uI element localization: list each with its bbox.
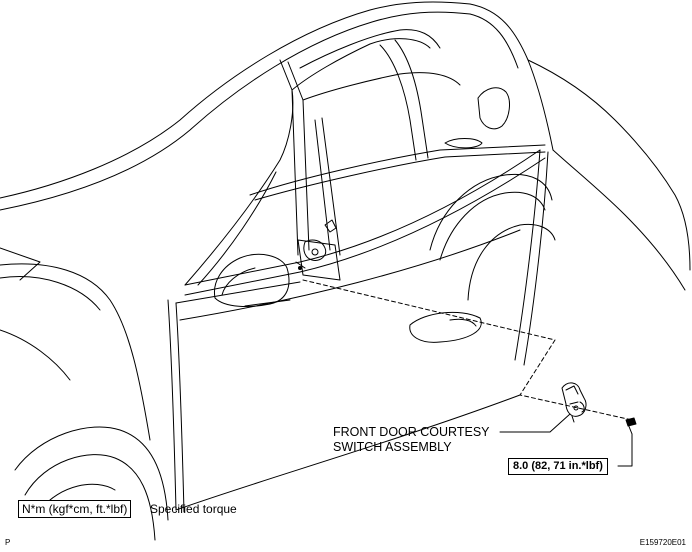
switch-callout-label: FRONT DOOR COURTESY SWITCH ASSEMBLY: [333, 425, 490, 455]
leader-dashed-line: [302, 279, 633, 421]
callout-leader-lines: [499, 413, 633, 467]
front-door-panel: [167, 149, 549, 513]
front-fender-wheel: [0, 247, 169, 541]
torque-value-box: 8.0 (82, 71 in.*lbf): [508, 458, 608, 475]
torque-legend-description: Specified torque: [150, 502, 237, 516]
callout-line-2: SWITCH ASSEMBLY: [333, 440, 452, 454]
callout-line-1: FRONT DOOR COURTESY: [333, 425, 490, 439]
screw-part: [625, 417, 637, 435]
door-belt-line: [184, 144, 546, 296]
car-body-outline: [0, 1, 691, 301]
figure-id: E159720E01: [639, 538, 686, 547]
window-frames: [184, 29, 461, 286]
torque-legend-units: N*m (kgf*cm, ft.*lbf): [18, 500, 132, 518]
pillar-striker: [295, 219, 341, 281]
side-mirror: [213, 253, 291, 307]
courtesy-switch-part: [561, 382, 587, 423]
footer-left-mark: P: [5, 538, 11, 547]
